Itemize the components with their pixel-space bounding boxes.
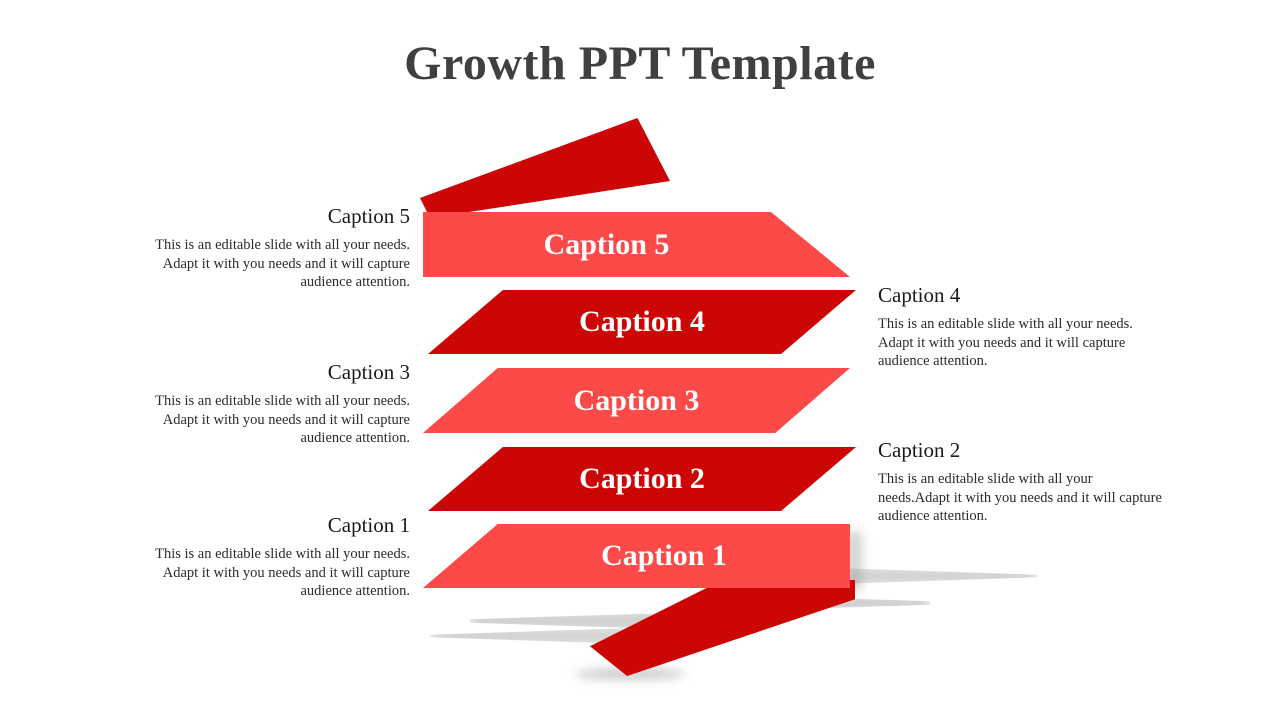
band-caption-2[interactable]: Caption 2	[428, 447, 856, 511]
band-caption-3[interactable]: Caption 3	[423, 368, 850, 433]
band-label-1: Caption 1	[601, 539, 727, 572]
band-label-5: Caption 5	[543, 227, 670, 261]
band-caption-4[interactable]: Caption 4	[428, 290, 856, 354]
caption-block-3[interactable]: Caption 3 This is an editable slide with…	[120, 360, 410, 448]
band-caption-5[interactable]: Caption 5	[423, 212, 850, 277]
band-label-2: Caption 2	[579, 462, 705, 495]
caption-block-1[interactable]: Caption 1 This is an editable slide with…	[120, 513, 410, 601]
caption-body-2: This is an editable slide with all your …	[878, 471, 1162, 525]
page-title: Growth PPT Template	[404, 37, 876, 90]
caption-heading-3: Caption 3	[327, 360, 410, 384]
band-label-3: Caption 3	[573, 383, 700, 417]
caption-heading-5: Caption 5	[327, 204, 410, 228]
ribbon-tail-top	[420, 118, 670, 218]
caption-block-2[interactable]: Caption 2 This is an editable slide with…	[878, 438, 1168, 526]
caption-body-1: This is an editable slide with all your …	[155, 546, 410, 600]
caption-heading-2: Caption 2	[878, 438, 961, 462]
caption-heading-4: Caption 4	[878, 283, 961, 307]
caption-heading-1: Caption 1	[327, 513, 410, 537]
band-label-4: Caption 4	[579, 305, 705, 338]
caption-body-4: This is an editable slide with all your …	[878, 316, 1133, 370]
caption-block-5[interactable]: Caption 5 This is an editable slide with…	[120, 204, 410, 292]
shadow-blob-right-upper	[838, 568, 1038, 584]
caption-body-5: This is an editable slide with all your …	[155, 237, 410, 291]
caption-body-3: This is an editable slide with all your …	[155, 393, 410, 447]
band-caption-1[interactable]: Caption 1	[423, 524, 850, 588]
ribbon-tail-bottom	[590, 580, 855, 676]
caption-block-4[interactable]: Caption 4 This is an editable slide with…	[878, 283, 1168, 371]
